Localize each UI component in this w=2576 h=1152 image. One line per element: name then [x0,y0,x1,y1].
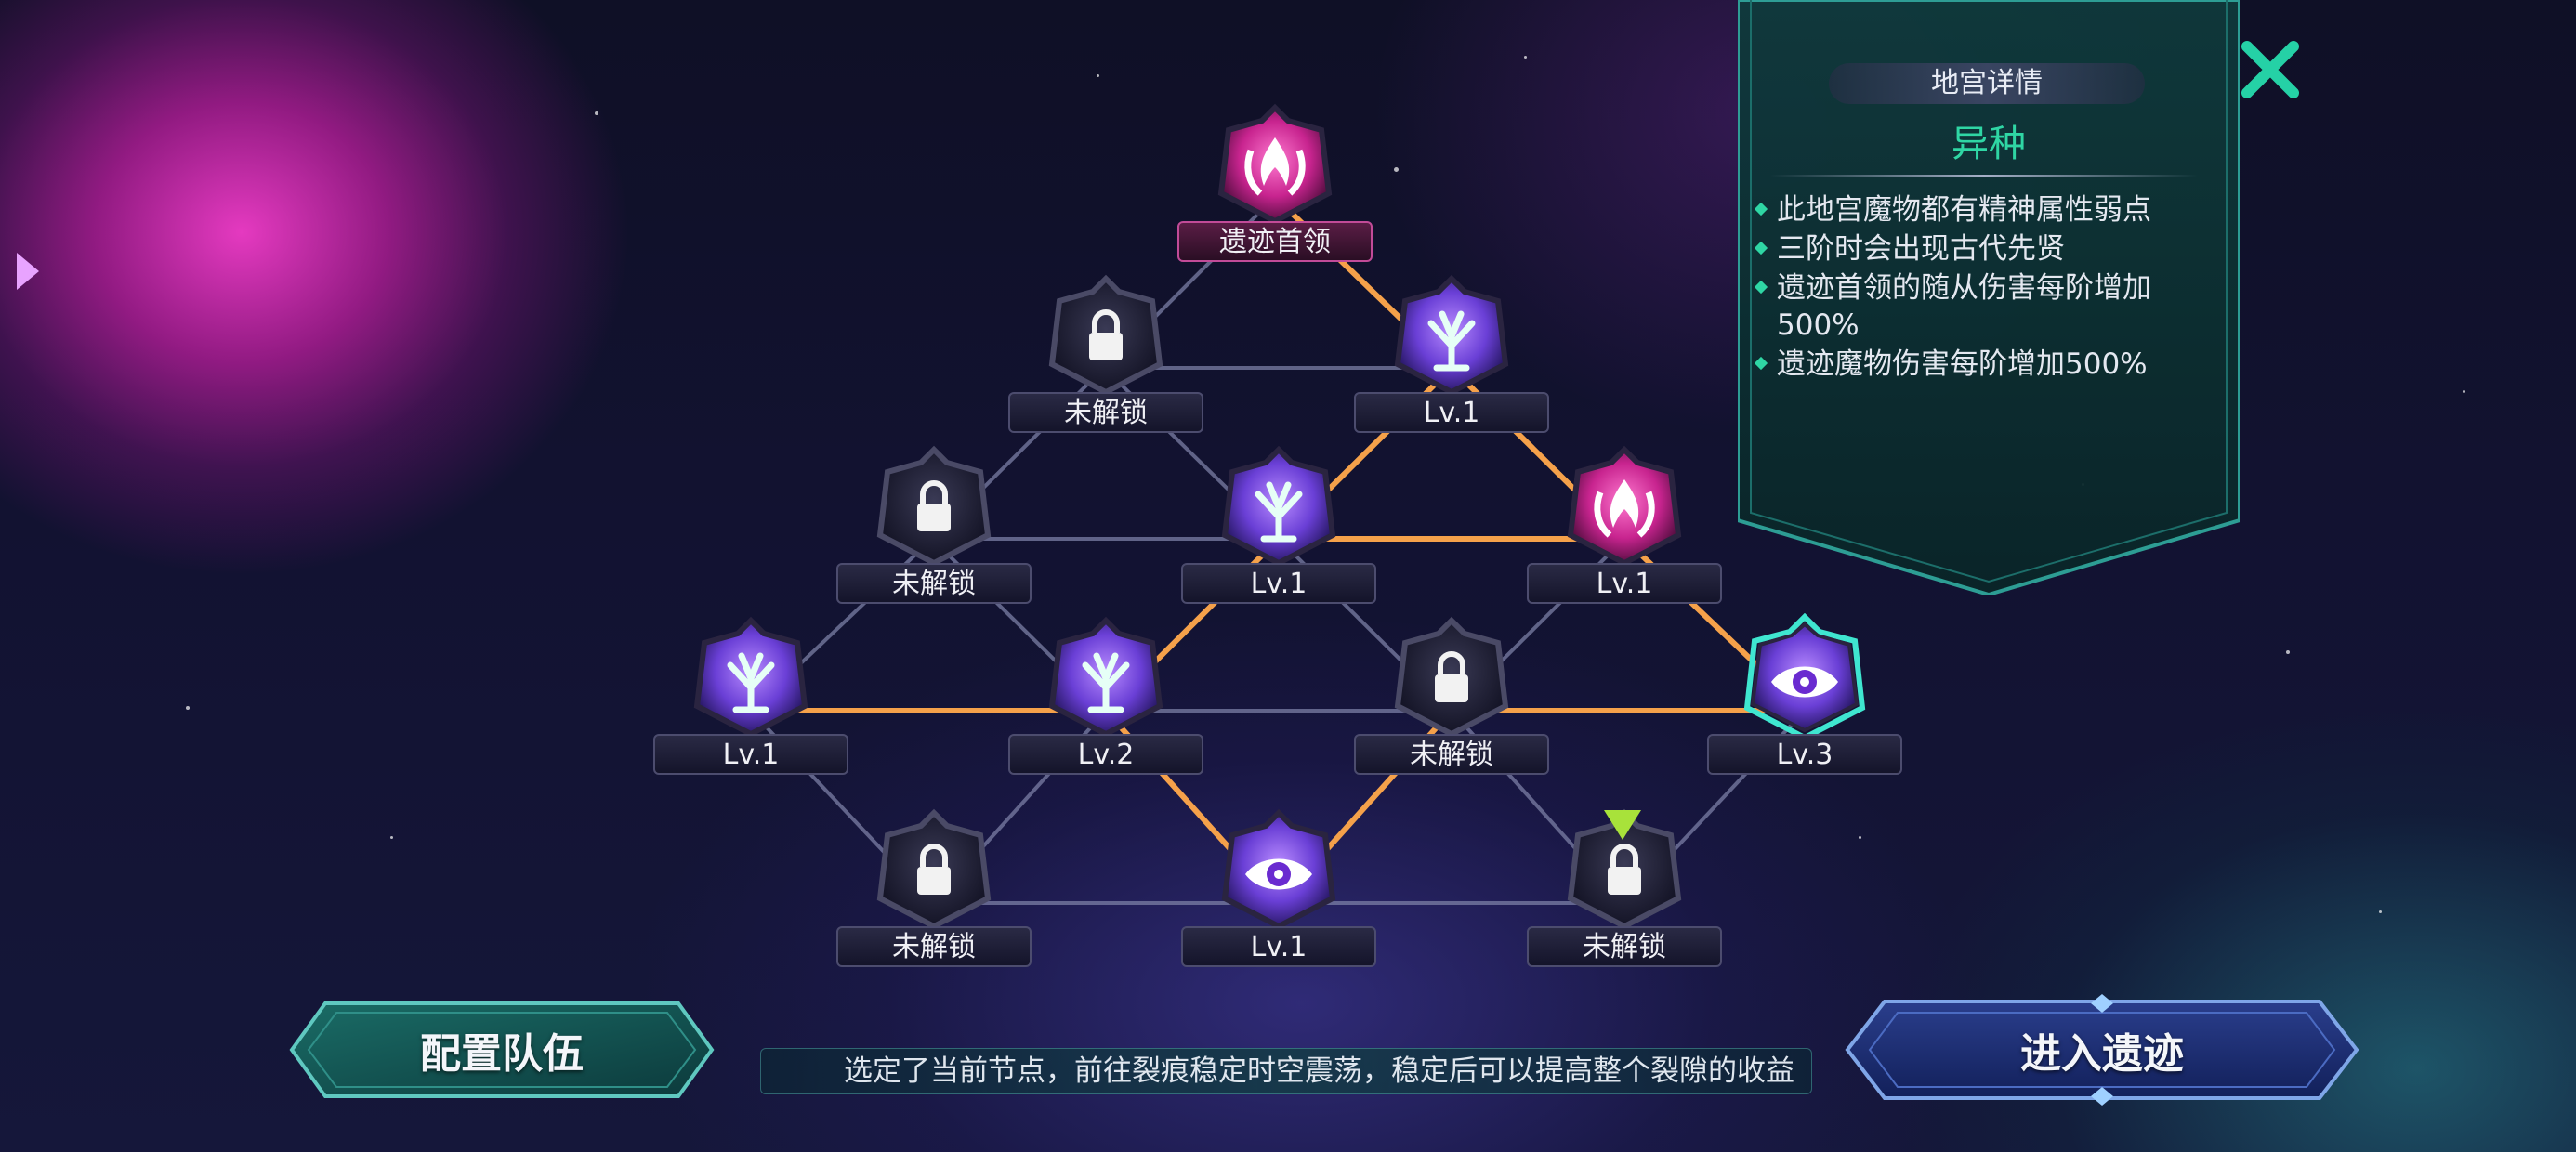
node-label: Lv.1 [1181,563,1376,604]
close-icon[interactable] [2238,37,2303,102]
lock-icon [1048,274,1163,396]
node-flame[interactable]: Lv.1 [1527,442,1722,619]
node-label: Lv.1 [1181,926,1376,967]
lock-icon [1567,808,1682,930]
flame-icon [1567,445,1682,567]
node-locked[interactable]: 未解锁 [1008,271,1203,448]
node-locked[interactable]: 未解锁 [836,442,1032,619]
dungeon-type-heading: 异种 [1952,123,2026,165]
rule-item: 三阶时会出现古代先贤 [1754,230,2202,268]
bullet-icon [1754,241,1768,255]
tree-icon [1394,274,1509,396]
dungeon-detail-panel [1738,0,2240,595]
tree-icon [693,616,808,738]
node-label: 遗迹首领 [1177,221,1373,262]
node-eye-selected[interactable]: Lv.3 [1707,613,1902,790]
team-button-label: 配置队伍 [420,1030,584,1078]
node-locked[interactable]: 未解锁 [1527,805,1722,982]
hint-text: 选定了当前节点，前往裂痕稳定时空震荡，稳定后可以提高整个裂隙的收益 [844,1054,1794,1088]
node-locked[interactable]: 未解锁 [836,805,1032,982]
bullet-icon [1754,356,1768,371]
node-label: Lv.1 [653,734,848,775]
node-label: Lv.1 [1527,563,1722,604]
hint-bar: 选定了当前节点，前往裂痕稳定时空震荡，稳定后可以提高整个裂隙的收益 [760,1048,1812,1094]
configure-team-button[interactable]: 配置队伍 [288,1000,716,1100]
eye-icon [1221,808,1336,930]
node-boss[interactable]: 遗迹首领 [1177,100,1373,277]
node-label: 未解锁 [1527,926,1722,967]
bullet-icon [1754,280,1768,295]
bullet-icon [1754,202,1768,216]
panel-title: 地宫详情 [1829,63,2145,104]
side-drawer-arrow[interactable] [17,253,39,290]
boss-flame-icon [1217,103,1333,225]
node-tree[interactable]: Lv.1 [1181,442,1376,619]
rule-list: 此地宫魔物都有精神属性弱点 三阶时会出现古代先贤 遗迹首领的随从伤害每阶增加50… [1754,191,2202,385]
node-locked[interactable]: 未解锁 [1354,613,1549,790]
rule-item: 遗迹首领的随从伤害每阶增加500% [1754,269,2202,344]
node-label: 未解锁 [1008,392,1203,433]
lock-icon [1394,616,1509,738]
node-tree[interactable]: Lv.1 [653,613,848,790]
node-label: Lv.2 [1008,734,1203,775]
node-label: 未解锁 [836,563,1032,604]
enter-ruins-button[interactable]: 进入遗迹 [1842,994,2362,1106]
enter-button-frame [1845,994,2359,1106]
node-label: Lv.1 [1354,392,1549,433]
rule-item: 遗迹魔物伤害每阶增加500% [1754,346,2202,383]
node-label: 未解锁 [1354,734,1549,775]
panel-divider [1770,175,2198,177]
node-label: 未解锁 [836,926,1032,967]
node-label: Lv.3 [1707,734,1902,775]
team-button-frame [289,1001,715,1098]
tree-icon [1221,445,1336,567]
current-position-marker-icon [1604,810,1641,840]
enter-button-label: 进入遗迹 [2020,1030,2184,1078]
tree-icon [1048,616,1163,738]
lock-icon [876,445,992,567]
node-eye[interactable]: Lv.1 [1181,805,1376,982]
node-tree[interactable]: Lv.1 [1354,271,1549,448]
lock-icon [876,808,992,930]
eye-icon [1743,613,1866,741]
node-tree[interactable]: Lv.2 [1008,613,1203,790]
rule-item: 此地宫魔物都有精神属性弱点 [1754,191,2202,229]
